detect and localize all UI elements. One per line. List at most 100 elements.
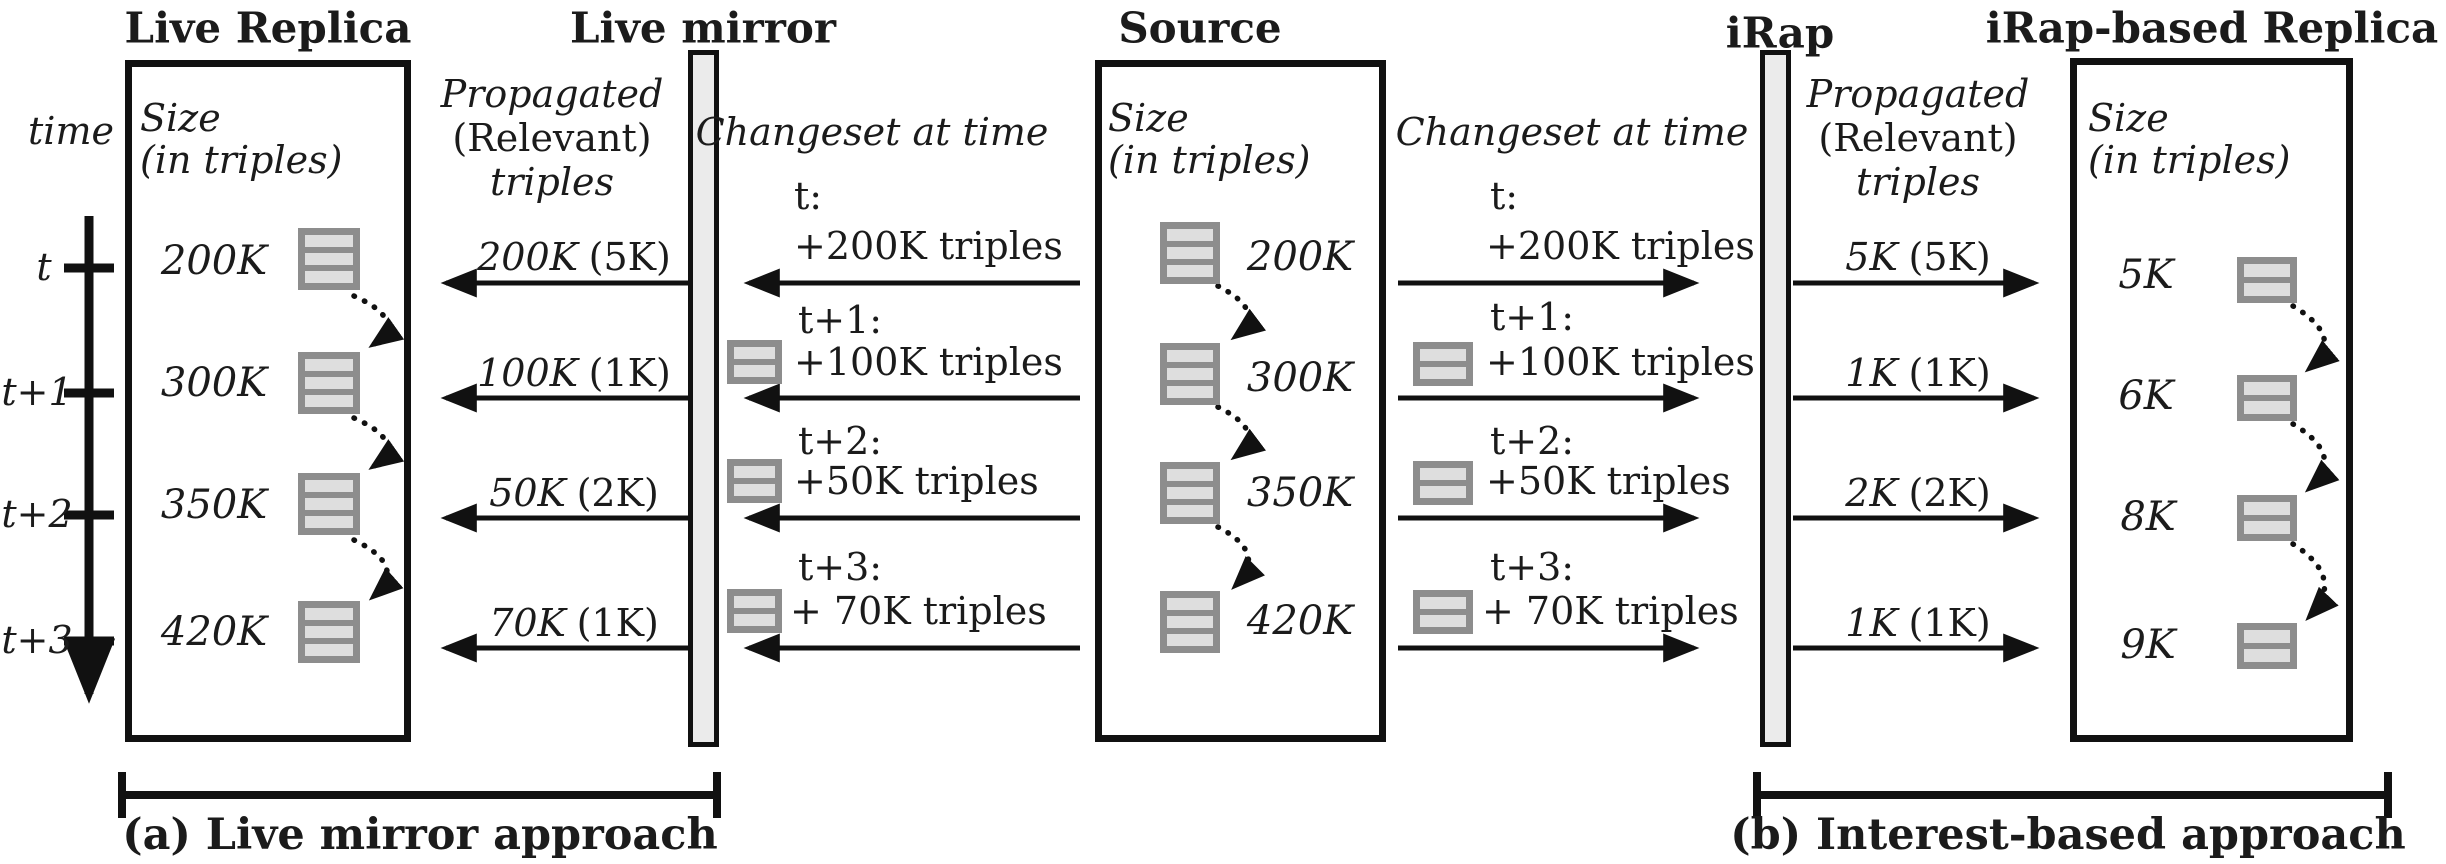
changeset-time-label: t+2: <box>798 419 883 463</box>
irap-replica-size-value: 6K <box>2118 373 2174 419</box>
propagated-right-header-line3: triples <box>1855 160 1981 204</box>
propagated-value: 5K <box>1845 235 1898 279</box>
propagated-left-header-line2: (Relevant) <box>452 116 652 160</box>
source-box <box>1095 60 1386 742</box>
database-icon <box>1160 222 1220 284</box>
changeset-icon <box>1413 461 1473 505</box>
relevant-value: (1K) <box>1908 351 1991 395</box>
source-size-header-line2: (in triples) <box>1108 138 1311 182</box>
propagated-left-row-label: 100K(1K) <box>477 351 671 395</box>
propagated-right-row-label: 2K(2K) <box>1845 471 1990 515</box>
changeset-delta-label: +100K triples <box>794 340 1063 384</box>
changeset-time-label: t+1: <box>1490 295 1575 339</box>
propagated-right-arrows <box>1793 268 2040 663</box>
database-icon <box>298 228 360 290</box>
propagated-right-row-label: 1K(1K) <box>1845 601 1990 645</box>
relevant-value: (1K) <box>588 351 671 395</box>
propagated-value: 1K <box>1845 601 1898 645</box>
changeset-icon <box>1413 342 1473 386</box>
propagated-value: 100K <box>477 351 579 395</box>
changeset-left-header: Changeset at time <box>695 110 1049 154</box>
irap-replica-title: iRap-based Replica <box>1985 3 2439 53</box>
live-replica-title: Live Replica <box>124 3 412 53</box>
database-icon <box>1160 591 1220 653</box>
propagated-value: 50K <box>489 471 566 515</box>
propagated-right-header-line2: (Relevant) <box>1818 116 2018 160</box>
propagated-right-row-label: 5K(5K) <box>1845 235 1990 279</box>
time-tick-label-t1: t+1 <box>1 370 73 414</box>
database-icon <box>2237 257 2297 303</box>
source-size-value: 350K <box>1246 470 1354 516</box>
time-axis-label: time <box>28 109 114 153</box>
irap-replica-size-value: 9K <box>2120 622 2176 668</box>
live-mirror-pipe <box>688 50 719 747</box>
propagated-value: 2K <box>1845 471 1898 515</box>
database-icon <box>1160 343 1220 405</box>
changeset-delta-label: + 70K triples <box>790 589 1047 633</box>
database-icon <box>2237 623 2297 669</box>
time-tick-label-t3: t+3 <box>1 618 73 662</box>
live-replica-size-value: 350K <box>160 482 268 528</box>
database-icon <box>1160 462 1220 524</box>
irap-replica-size-value: 8K <box>2120 494 2176 540</box>
caption-interest-based-approach: (b) Interest-based approach <box>1730 810 2406 860</box>
propagated-right-header-line1: Propagated <box>1806 72 2030 116</box>
growth-links-live-replica <box>351 293 405 601</box>
live-replica-size-header-line2: (in triples) <box>140 138 343 182</box>
caption-brackets <box>118 772 2392 818</box>
propagated-left-arrows <box>440 268 688 663</box>
changeset-time-label: t+3: <box>1490 545 1575 589</box>
relevant-value: (5K) <box>1908 235 1991 279</box>
source-size-header-line1: Size <box>1108 96 1189 140</box>
changeset-left-arrows <box>743 268 1080 663</box>
relevant-value: (1K) <box>576 601 659 645</box>
changeset-time-label: t+3: <box>798 545 883 589</box>
changeset-icon <box>727 340 782 384</box>
irap-title: iRap <box>1725 8 1835 58</box>
database-icon <box>2237 375 2297 421</box>
growth-links-source <box>1215 283 1267 590</box>
propagated-left-header-line3: triples <box>489 160 615 204</box>
changeset-icon <box>727 459 782 503</box>
propagated-left-row-label: 70K(1K) <box>489 601 659 645</box>
database-icon <box>298 601 360 663</box>
changeset-delta-label: + 70K triples <box>1482 589 1739 633</box>
relevant-value: (2K) <box>576 471 659 515</box>
propagated-value: 1K <box>1845 351 1898 395</box>
propagated-value: 200K <box>477 235 579 279</box>
irap-replica-size-header-line2: (in triples) <box>2088 138 2291 182</box>
source-title: Source <box>1118 3 1282 53</box>
live-replica-size-value: 420K <box>160 609 268 655</box>
propagated-right-row-label: 1K(1K) <box>1845 351 1990 395</box>
source-size-value: 300K <box>1246 355 1354 401</box>
propagated-left-header-line1: Propagated <box>440 72 664 116</box>
changeset-icon <box>1413 590 1473 634</box>
time-tick-label-t2: t+2 <box>1 492 73 536</box>
changeset-right-arrows <box>1398 268 1700 663</box>
time-tick-label-t: t <box>36 245 52 289</box>
irap-pipe <box>1760 50 1791 747</box>
irap-replica-size-value: 5K <box>2118 252 2174 298</box>
database-icon <box>298 473 360 535</box>
irap-replica-size-header-line1: Size <box>2088 96 2169 140</box>
relevant-value: (1K) <box>1908 601 1991 645</box>
live-replica-size-value: 300K <box>160 360 268 406</box>
propagated-value: 70K <box>489 601 566 645</box>
changeset-delta-label: +50K triples <box>1486 459 1731 503</box>
changeset-delta-label: +100K triples <box>1486 340 1755 384</box>
live-replica-box <box>125 60 411 742</box>
relevant-value: (2K) <box>1908 471 1991 515</box>
source-size-value: 420K <box>1246 598 1354 644</box>
changeset-icon <box>727 589 782 633</box>
live-replica-size-value: 200K <box>160 238 268 284</box>
changeset-time-label: t: <box>794 174 823 218</box>
propagated-left-row-label: 50K(2K) <box>489 471 659 515</box>
growth-links-irap-replica <box>2290 303 2340 621</box>
source-size-value: 200K <box>1246 234 1354 280</box>
database-icon <box>2237 495 2297 541</box>
changeset-time-label: t: <box>1490 174 1519 218</box>
changeset-delta-label: +200K triples <box>1486 224 1755 268</box>
changeset-time-label: t+1: <box>798 298 883 342</box>
